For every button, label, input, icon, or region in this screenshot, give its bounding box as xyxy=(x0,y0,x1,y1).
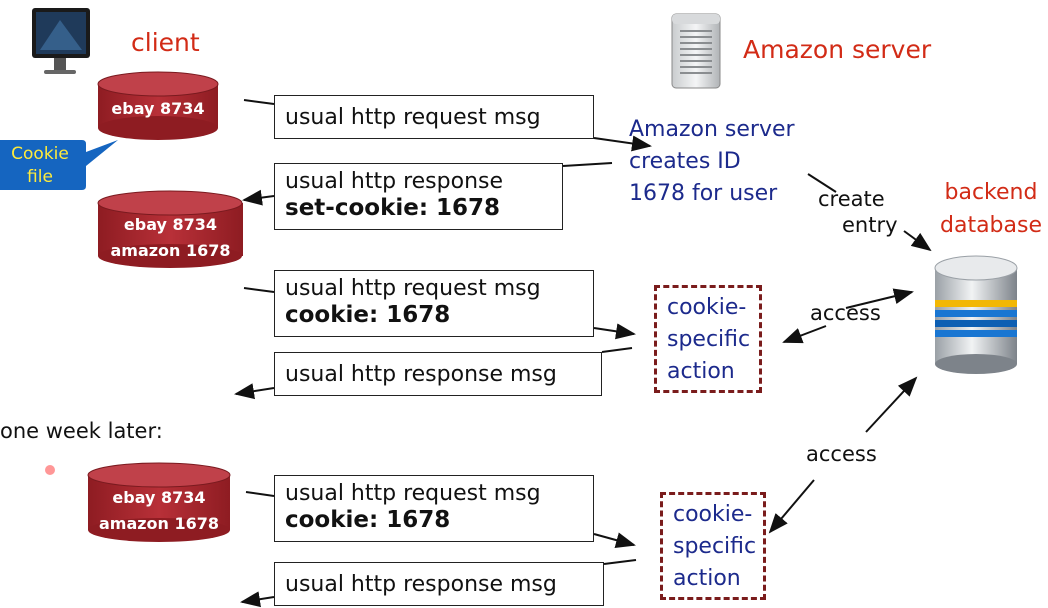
arrow-line xyxy=(240,591,275,608)
cookie-entry: amazon 1678 xyxy=(110,241,231,260)
action-text-line: action xyxy=(673,566,741,591)
arrow-line xyxy=(903,230,932,252)
arrow-line xyxy=(807,173,837,193)
arrow-line xyxy=(782,325,827,344)
arrow-line xyxy=(242,189,275,206)
message-text: usual http response xyxy=(285,169,504,194)
cylinder-cookie-list: ebay 8734 amazon 1678 xyxy=(98,212,243,264)
cookie-specific-action-box: cookie- specific action xyxy=(660,492,766,600)
http-message-box: usual http request msg cookie: 1678 xyxy=(274,475,594,542)
arrow-line xyxy=(245,491,275,497)
one-week-later-label: one week later: xyxy=(0,419,163,443)
http-message-box: usual http response msg xyxy=(274,562,604,606)
backend-title-line: database xyxy=(940,213,1042,238)
message-header-text: cookie: 1678 xyxy=(285,507,451,533)
message-header-text: cookie: 1678 xyxy=(285,302,451,328)
cylinder-cookie-list: ebay 8734 xyxy=(98,96,218,122)
action-text-line: cookie- xyxy=(667,295,747,320)
access-label: access xyxy=(806,442,877,466)
database-icon xyxy=(934,255,1018,374)
action-text-line: cookie- xyxy=(673,502,753,527)
cookie-entry: amazon 1678 xyxy=(98,514,220,533)
cookie-entry: ebay 8734 xyxy=(123,215,218,234)
arrow-line xyxy=(562,162,613,167)
http-message-box: usual http response set-cookie: 1678 xyxy=(274,163,563,230)
server-text-line: creates ID xyxy=(629,149,741,174)
message-text: usual http request msg xyxy=(285,105,541,130)
server-text-line: Amazon server xyxy=(629,117,795,142)
arrow-line xyxy=(234,383,275,400)
arrow-line xyxy=(593,532,636,548)
message-text: usual http request msg xyxy=(285,481,541,506)
cookie-file-line: file xyxy=(27,167,53,187)
computer-monitor-icon xyxy=(32,8,90,74)
cylinder-shape xyxy=(87,462,231,542)
cylinder-shape xyxy=(97,71,219,140)
access-label: access xyxy=(810,301,881,325)
cookie-entry: ebay 8734 xyxy=(112,488,206,507)
http-message-box: usual http request msg xyxy=(274,95,594,139)
cursor-highlight-dot xyxy=(45,465,55,475)
action-text-line: specific xyxy=(673,534,757,559)
action-text-line: specific xyxy=(667,327,751,352)
message-text: usual http response msg xyxy=(285,572,557,597)
label-line: entry xyxy=(842,213,898,237)
message-text: usual http response msg xyxy=(285,362,557,387)
arrow-line xyxy=(593,323,636,340)
server-title: Amazon server xyxy=(743,35,932,64)
arrow-line xyxy=(845,288,914,309)
arrow-line xyxy=(603,559,637,565)
cookie-file-line: Cookie xyxy=(11,144,69,164)
http-message-box: usual http response msg xyxy=(274,352,602,396)
client-title: client xyxy=(131,28,200,57)
arrow-line xyxy=(243,287,275,293)
create-entry-label: create entry xyxy=(818,186,898,238)
arrow-line xyxy=(768,479,815,534)
arrow-line xyxy=(243,99,275,105)
backend-database-title: backend database xyxy=(940,176,1042,242)
arrow-line xyxy=(865,376,918,433)
cookie-file-callout xyxy=(0,140,118,190)
server-creates-id-text: Amazon server creates ID 1678 for user xyxy=(629,114,795,210)
server-text-line: 1678 for user xyxy=(629,181,778,206)
server-tower-icon xyxy=(671,13,721,89)
message-text: usual http request msg xyxy=(285,276,541,301)
cylinder-cookie-list: ebay 8734 amazon 1678 xyxy=(88,485,230,537)
cookie-entry: ebay 8734 xyxy=(111,99,205,118)
backend-title-line: backend xyxy=(944,180,1038,205)
cookie-file-label: Cookie file xyxy=(0,143,80,189)
cylinder-shape xyxy=(97,190,243,268)
arrow-line xyxy=(593,135,652,152)
action-text-line: action xyxy=(667,359,735,384)
label-line: create xyxy=(818,187,885,211)
cookie-specific-action-box: cookie- specific action xyxy=(654,285,762,393)
arrow-line xyxy=(601,347,633,353)
http-message-box: usual http request msg cookie: 1678 xyxy=(274,270,594,337)
message-header-text: set-cookie: 1678 xyxy=(285,195,501,221)
